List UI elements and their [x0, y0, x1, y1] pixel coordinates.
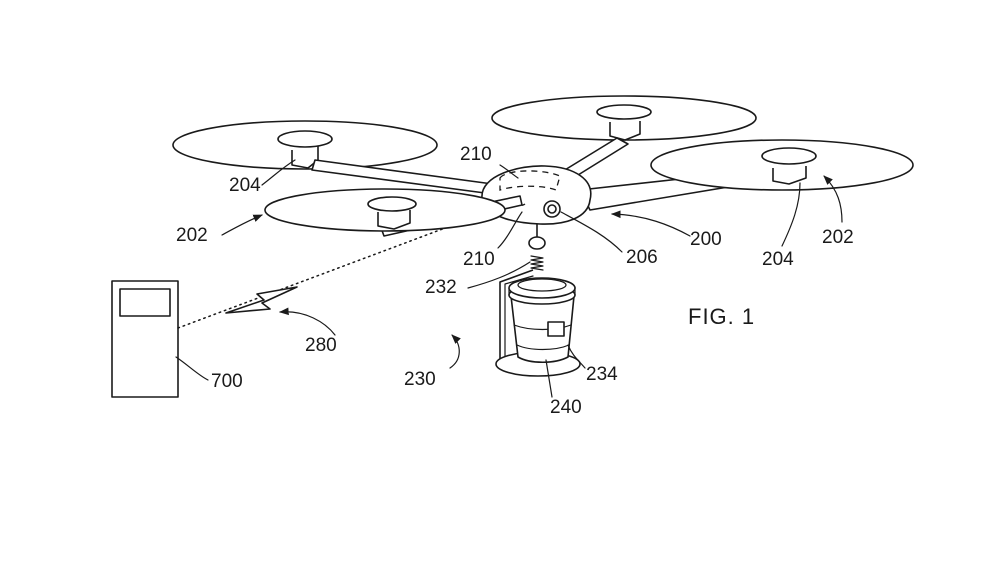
label-204-right: 204: [762, 249, 794, 270]
motor-hub: [291, 146, 319, 169]
leader-206: [560, 211, 623, 253]
label-204-left: 204: [229, 175, 261, 196]
rotor-back-left: [172, 120, 438, 170]
label-700: 700: [211, 371, 243, 392]
label-230: 230: [404, 369, 436, 390]
remote-device-screen: [119, 288, 171, 317]
motor-hub: [609, 121, 641, 141]
label-280: 280: [305, 335, 337, 356]
arrow-202-left: [221, 214, 263, 236]
tether-hook: [528, 236, 546, 250]
label-234: 234: [586, 364, 618, 385]
label-210-bottom: 210: [463, 249, 495, 270]
tether-spring: [530, 255, 544, 271]
rotor-disc: [650, 139, 914, 191]
label-202-right: 202: [822, 227, 854, 248]
payload-assembly-230: [495, 223, 581, 377]
motor-hub: [772, 166, 807, 185]
arrow-230: [449, 334, 461, 369]
lid-inner: [517, 278, 567, 292]
label-240: 240: [550, 397, 582, 418]
rotor-right: [650, 139, 914, 191]
label-200: 200: [690, 229, 722, 250]
cup-sleeve-top: [513, 324, 572, 331]
label-232: 232: [425, 277, 457, 298]
rotor-cap: [596, 104, 652, 120]
cup-sleeve-bottom: [516, 344, 570, 351]
cup-tag: [547, 321, 565, 337]
leader-234: [567, 344, 586, 369]
leader-700: [175, 356, 209, 381]
camera-lens-icon: [547, 204, 557, 214]
leader-210-bottom: [497, 211, 523, 249]
leader-232: [467, 261, 531, 289]
rotor-front-left: [264, 188, 523, 237]
arrow-202-right: [823, 175, 843, 223]
lid-top: [508, 277, 576, 299]
figure-caption: FIG. 1: [688, 304, 755, 329]
remote-device-700: [111, 280, 179, 398]
label-210-top: 210: [460, 144, 492, 165]
rotor-cap: [367, 196, 417, 212]
leader-240: [545, 359, 553, 398]
leader-204-left: [261, 159, 296, 186]
lightning-bolt-icon: [225, 286, 298, 314]
arrow-200: [611, 210, 691, 237]
leader-204-right: [781, 182, 801, 247]
transceiver-210-top: [499, 170, 561, 191]
rotor-cap: [761, 147, 817, 165]
leader-210-top: [499, 164, 519, 179]
rotor-cap: [277, 130, 333, 148]
label-206: 206: [626, 247, 658, 268]
reference-labels: 204 202 210 210 206 200 204 202 232 280 …: [176, 144, 854, 418]
arrow-280: [279, 307, 336, 336]
holder-bracket-inner: [504, 275, 534, 361]
rotor-back-right: [491, 95, 757, 141]
label-202-left: 202: [176, 225, 208, 246]
motor-hub: [377, 210, 411, 230]
leader-lines: [175, 159, 843, 398]
